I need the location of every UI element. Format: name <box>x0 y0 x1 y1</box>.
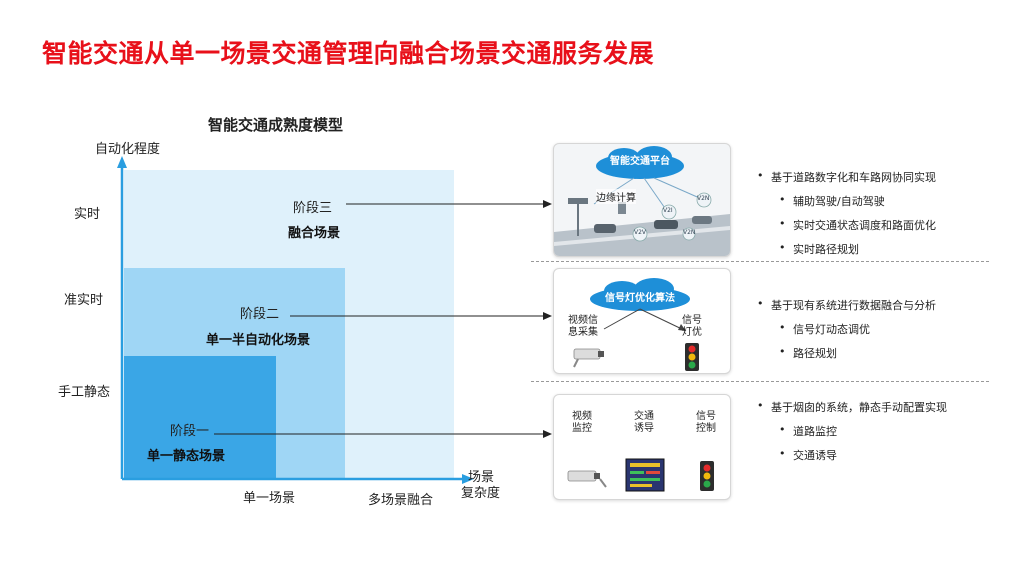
axes <box>117 156 474 484</box>
traffic-guide-label: 交通 诱导 <box>634 411 654 434</box>
bullet-main: 基于烟囱的系统，静态手动配置实现 <box>757 399 947 415</box>
semi-auto-graphic <box>573 278 699 371</box>
bullets-fusion: 基于道路数字化和车路网协同实现 辅助驾驶/自动驾驶 实时交通状态调度和路面优化 … <box>757 169 936 265</box>
video-monitor-label: 视频 监控 <box>572 411 592 434</box>
fusion-scene-graphic <box>554 146 730 256</box>
x-tick-multi: 多场景融合 <box>368 493 434 508</box>
x-axis-label-2: 复杂度 <box>461 486 501 501</box>
signal-control-label: 信号 控制 <box>696 411 716 434</box>
x-tick-single: 单一场景 <box>243 491 296 506</box>
panel-static: 视频 监控 交通 诱导 信号 控制 <box>553 394 731 500</box>
panel-semi-auto: 信号灯优化算法 视频信 息采集 信号 灯优 <box>553 268 731 374</box>
bullet-main: 基于道路数字化和车路网协同实现 <box>757 169 936 185</box>
stage2-name: 单一半自动化场景 <box>206 333 311 348</box>
bullet-sub: 路径规划 <box>757 345 936 361</box>
tag-v2i: V2I <box>663 207 673 214</box>
y-tick-manual-static: 手工静态 <box>58 385 111 400</box>
bullet-sub: 实时交通状态调度和路面优化 <box>757 217 936 233</box>
y-tick-realtime: 实时 <box>74 207 101 222</box>
stage3-label: 阶段三 <box>293 201 333 216</box>
bullet-sub: 信号灯动态调优 <box>757 321 936 337</box>
stage1-label: 阶段一 <box>170 424 210 439</box>
model-title: 智能交通成熟度模型 <box>208 116 344 134</box>
bullet-sub: 辅助驾驶/自动驾驶 <box>757 193 936 209</box>
tag-v2n-1: V2N <box>697 195 710 202</box>
stage2-label: 阶段二 <box>240 307 280 322</box>
bullet-sub: 实时路径规划 <box>757 241 936 257</box>
edge-compute-label: 边缘计算 <box>596 189 636 204</box>
static-graphic <box>567 458 714 492</box>
bullets-static: 基于烟囱的系统，静态手动配置实现 道路监控 交通诱导 <box>757 399 947 471</box>
tag-v2v: V2V <box>634 229 647 236</box>
stage3-name: 融合场景 <box>288 226 341 241</box>
bullets-semi-auto: 基于现有系统进行数据融合与分析 信号灯动态调优 路径规划 <box>757 297 936 369</box>
fusion-cloud-label: 智能交通平台 <box>610 156 670 167</box>
stage1-name: 单一静态场景 <box>147 449 226 464</box>
panel-fusion: 智能交通平台 边缘计算 V2N V2I V2N V2V <box>553 143 731 257</box>
stage1-region <box>124 356 276 478</box>
bullet-sub: 道路监控 <box>757 423 947 439</box>
video-collect-label: 视频信 息采集 <box>568 315 598 338</box>
bullet-main: 基于现有系统进行数据融合与分析 <box>757 297 936 313</box>
y-tick-near-realtime: 准实时 <box>64 293 104 308</box>
page-title: 智能交通从单一场景交通管理向融合场景交通服务发展 <box>42 39 655 68</box>
x-axis-label-1: 场景 <box>468 470 495 485</box>
separator-bottom <box>531 381 989 382</box>
separator-top <box>531 261 989 262</box>
bullet-sub: 交通诱导 <box>757 447 947 463</box>
tag-v2n-2: V2N <box>683 229 696 236</box>
signal-optimize-label: 信号 灯优 <box>682 315 702 338</box>
y-axis-label: 自动化程度 <box>95 142 161 157</box>
signal-algo-cloud-label: 信号灯优化算法 <box>605 293 675 304</box>
